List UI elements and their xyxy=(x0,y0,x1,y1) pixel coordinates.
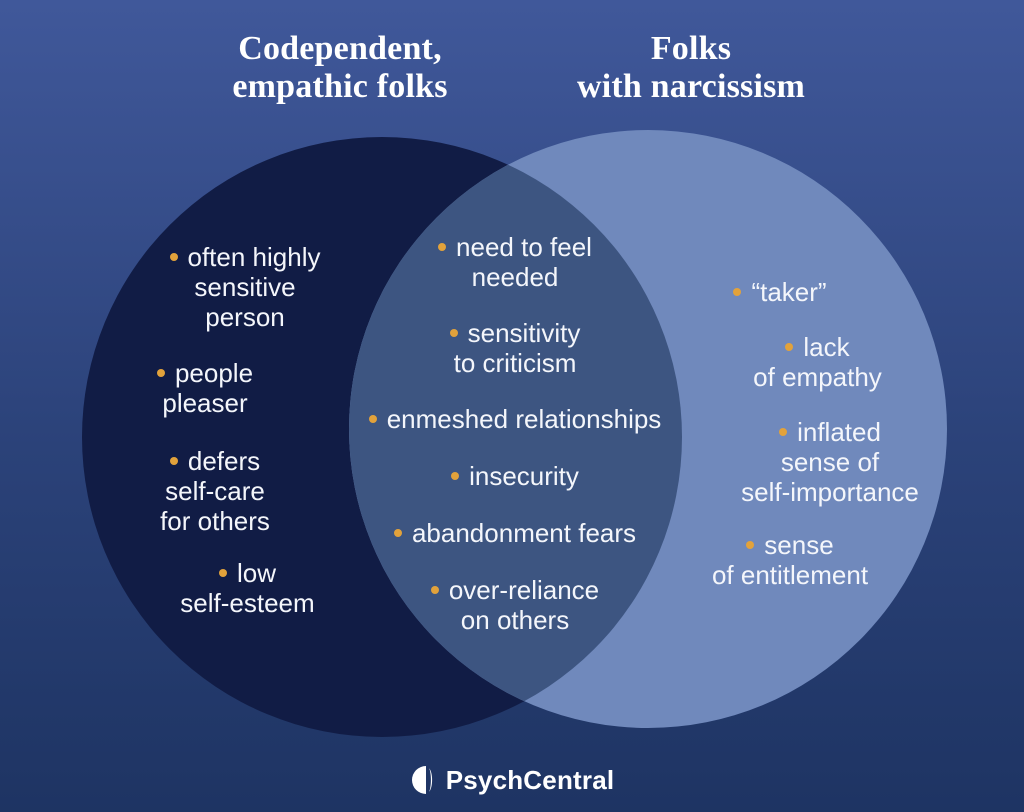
bullet-icon xyxy=(746,541,755,549)
bullet-icon xyxy=(368,415,377,423)
list-item-text: people pleaser xyxy=(162,358,254,418)
right-circle-title: Folks with narcissism xyxy=(576,30,806,105)
list-item-text: abandonment fears xyxy=(411,518,637,548)
list-item: insecurity xyxy=(395,461,635,491)
list-item: low self-esteem xyxy=(135,558,360,618)
logo-text: PsychCentral xyxy=(445,764,615,795)
list-item-text: sense of entitlement xyxy=(711,530,869,590)
list-item-text: over-reliance on others xyxy=(448,575,600,635)
bullet-icon xyxy=(430,586,439,594)
list-item: people pleaser xyxy=(95,358,315,418)
left-circle-title: Codependent, empathic folks xyxy=(232,30,448,105)
list-item-text: inflated sense of self-importance xyxy=(741,417,919,507)
list-item-text: insecurity xyxy=(469,461,579,491)
psychcentral-logo: PsychCentral xyxy=(0,762,1024,798)
bullet-icon xyxy=(785,343,794,351)
bullet-icon xyxy=(733,288,742,296)
logo-icon xyxy=(411,766,432,794)
list-item: inflated sense of self-importance xyxy=(715,417,945,507)
list-item: lack of empathy xyxy=(715,332,920,392)
list-item: often highly sensitive person xyxy=(120,242,370,332)
list-item-text: often highly sensitive person xyxy=(187,242,321,332)
list-item-text: enmeshed relationships xyxy=(386,404,662,434)
list-item: sensitivity to criticism xyxy=(395,318,635,378)
list-item-text: “taker” xyxy=(751,277,827,307)
bullet-icon xyxy=(169,253,178,261)
list-item-text: sensitivity to criticism xyxy=(453,318,581,378)
list-item: sense of entitlement xyxy=(680,530,900,590)
list-item: defers self-care for others xyxy=(105,446,325,536)
list-item-text: need to feel needed xyxy=(456,232,592,292)
bullet-icon xyxy=(218,569,227,577)
list-item-text: defers self-care for others xyxy=(160,446,270,536)
bullet-icon xyxy=(156,369,165,377)
list-item: over-reliance on others xyxy=(390,575,640,635)
list-item: abandonment fears xyxy=(370,518,660,548)
list-item-text: low self-esteem xyxy=(180,558,315,618)
list-item-text: lack of empathy xyxy=(753,332,882,392)
bullet-icon xyxy=(451,472,460,480)
bullet-icon xyxy=(449,329,458,337)
bullet-icon xyxy=(779,428,788,436)
list-item: enmeshed relationships xyxy=(345,404,685,434)
list-item: “taker” xyxy=(700,277,860,307)
list-item: need to feel needed xyxy=(395,232,635,292)
bullet-icon xyxy=(393,529,402,537)
bullet-icon xyxy=(169,457,178,465)
bullet-icon xyxy=(438,243,447,251)
overlap-region xyxy=(349,137,682,728)
